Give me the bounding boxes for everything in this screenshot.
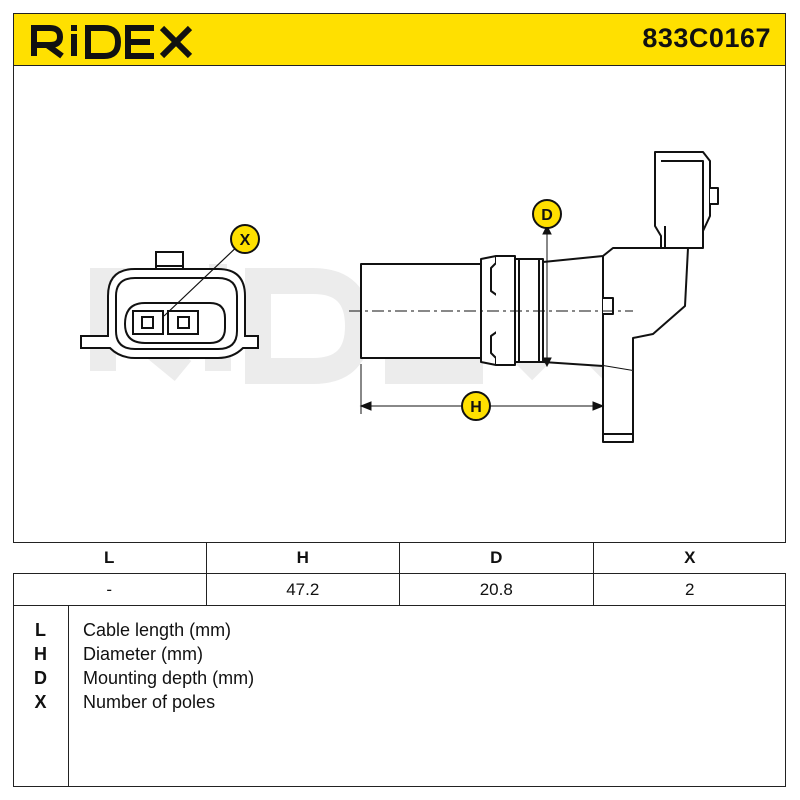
legend-key: X (34, 692, 47, 712)
marker-d: D (532, 199, 562, 229)
ridex-logo (31, 25, 193, 59)
spec-value-h: 47.2 (207, 574, 400, 605)
spec-value-d: 20.8 (400, 574, 594, 605)
legend-key: D (34, 668, 47, 688)
legend-text: Diameter (mm) (83, 644, 203, 664)
legend-item: D Mounting depth (mm) (13, 666, 786, 690)
connector-face (80, 240, 259, 359)
sensor-side-view (360, 151, 719, 443)
spec-value-x: 2 (685, 579, 695, 599)
spec-header-h: H (207, 543, 400, 573)
legend-divider (68, 606, 69, 787)
sheet-frame (13, 66, 786, 787)
marker-h: H (461, 391, 491, 421)
svg-text:D: D (541, 207, 553, 224)
spec-header-x: X (684, 548, 696, 567)
technical-drawing: X D (80, 151, 719, 443)
legend-text: Mounting depth (mm) (83, 668, 255, 688)
svg-text:H: H (470, 399, 482, 416)
spec-value-l: - (13, 574, 207, 605)
spec-value-row: - 47.2 20.8 2 (13, 574, 786, 606)
legend-item: L Cable length (mm) (13, 618, 786, 642)
marker-x: X (230, 224, 260, 254)
legend-item: H Diameter (mm) (13, 642, 786, 666)
spec-table: L H D X - 47.2 20.8 2 (13, 542, 786, 606)
spec-header-l: L (13, 543, 207, 573)
dimension-d (542, 224, 552, 368)
legend-text: Cable length (mm) (83, 620, 232, 640)
legend-key: L (35, 620, 46, 640)
header-bar: 833C0167 (13, 13, 786, 66)
legend: L Cable length (mm) H Diameter (mm) D Mo… (13, 606, 786, 787)
svg-text:X: X (240, 232, 251, 249)
legend-text: Number of poles (83, 692, 216, 712)
legend-item: X Number of poles (13, 690, 786, 714)
legend-key: H (34, 644, 47, 664)
spec-header-d: D (400, 543, 594, 573)
spec-header-row: L H D X (13, 542, 786, 574)
part-number: 833C0167 (642, 23, 771, 53)
